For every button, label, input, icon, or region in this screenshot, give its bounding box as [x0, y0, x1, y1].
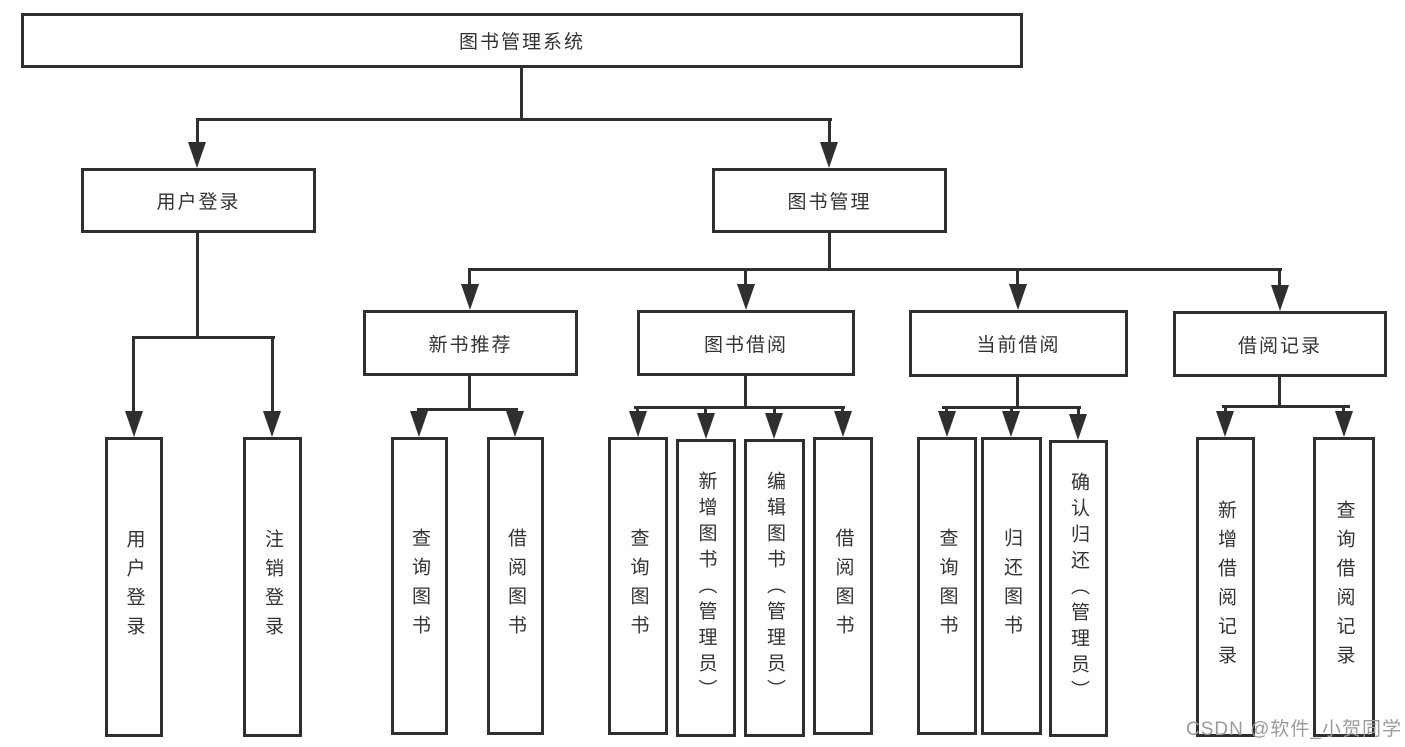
node-library-system: 图书管理系统: [21, 13, 1023, 68]
connector-stub-c2: [704, 406, 707, 414]
connector-stub-e2: [1342, 405, 1345, 412]
connector-stub-user-login: [196, 118, 199, 142]
connector-stub-logout-leaf: [271, 336, 274, 411]
arrow-to-current-borrow: [1009, 284, 1027, 310]
node-borrow-record: 借阅记录: [1173, 311, 1387, 377]
connector-root-vertical: [520, 68, 523, 118]
node-new-book-recommend: 新书推荐: [363, 310, 578, 376]
connector-borrow-record-vertical: [1278, 377, 1281, 405]
arrow-to-confirm-return-d: [1069, 414, 1087, 440]
connector-stub-d1: [945, 406, 948, 412]
connector-stub-book-borrow: [744, 268, 747, 284]
arrow-to-borrow-record: [1271, 285, 1289, 311]
leaf-add-borrow-record: 新增借阅记录: [1196, 437, 1255, 737]
connector-root-horizontal: [196, 118, 832, 121]
node-current-borrow: 当前借阅: [909, 310, 1128, 377]
connector-current-borrow-vertical: [1016, 377, 1019, 406]
connector-book-mgmt-vertical: [828, 233, 831, 268]
connector-borrow-record-horizontal: [1222, 405, 1350, 408]
csdn-watermark: CSDN @软件_小贺同学: [1186, 719, 1402, 740]
node-book-borrow: 图书借阅: [637, 310, 855, 376]
connector-stub-c1: [636, 406, 639, 412]
arrow-to-new-book: [461, 284, 479, 310]
arrow-to-return-books-d: [1002, 411, 1020, 437]
connector-stub-book-mgmt: [828, 118, 831, 142]
connector-stub-borrow-record: [1278, 268, 1281, 285]
node-user-login: 用户登录: [81, 168, 316, 233]
connector-user-login-vertical: [196, 233, 199, 336]
connector-new-book-vertical: [468, 376, 471, 408]
connector-new-book-horizontal: [417, 408, 518, 411]
arrow-to-add-record-e: [1216, 411, 1234, 437]
arrow-to-book-mgmt: [820, 142, 838, 168]
connector-book-borrow-horizontal: [634, 406, 845, 409]
connector-book-mgmt-horizontal: [468, 268, 1282, 271]
connector-stub-e1: [1224, 405, 1227, 412]
leaf-borrow-books-borrow: 借阅图书: [813, 437, 873, 735]
leaf-edit-books-admin: 编辑图书（管理员）: [744, 439, 805, 737]
leaf-query-books-borrow: 查询图书: [608, 437, 668, 735]
arrow-to-query-books-c: [629, 411, 647, 437]
leaf-logout-login: 注销登录: [243, 437, 302, 737]
connector-stub-b2: [514, 408, 517, 412]
connector-stub-d3: [1077, 406, 1080, 415]
arrow-to-borrow-books-c: [834, 411, 852, 437]
connector-user-login-horizontal: [132, 336, 275, 339]
leaf-query-borrow-record: 查询借阅记录: [1313, 437, 1375, 737]
connector-stub-b1: [417, 408, 420, 412]
leaf-user-login: 用户登录: [105, 437, 163, 737]
leaf-confirm-return-admin: 确认归还（管理员）: [1049, 440, 1108, 737]
arrow-to-query-books-b: [410, 411, 428, 437]
arrow-to-logout-leaf: [263, 411, 281, 437]
arrow-to-add-books-c: [697, 413, 715, 439]
connector-stub-login-leaf: [132, 336, 135, 411]
arrow-to-login-leaf: [125, 411, 143, 437]
connector-stub-c3: [773, 406, 776, 414]
arrow-to-borrow-books-b: [506, 411, 524, 437]
leaf-query-books-current: 查询图书: [917, 437, 977, 735]
arrow-to-query-record-e: [1335, 411, 1353, 437]
connector-stub-current-borrow: [1016, 268, 1019, 284]
arrow-to-query-books-d: [938, 411, 956, 437]
leaf-add-books-admin: 新增图书（管理员）: [676, 439, 736, 737]
connector-stub-new-book: [468, 268, 471, 284]
connector-stub-d2: [1010, 406, 1013, 412]
arrow-to-user-login: [188, 142, 206, 168]
leaf-return-books: 归还图书: [981, 437, 1042, 735]
node-book-management: 图书管理: [712, 168, 947, 233]
arrow-to-book-borrow: [737, 284, 755, 310]
connector-stub-c4: [841, 406, 844, 412]
connector-book-borrow-vertical: [744, 376, 747, 406]
arrow-to-edit-books-c: [765, 413, 783, 439]
leaf-borrow-books-recommend: 借阅图书: [487, 437, 544, 735]
leaf-query-books-recommend: 查询图书: [391, 437, 448, 735]
